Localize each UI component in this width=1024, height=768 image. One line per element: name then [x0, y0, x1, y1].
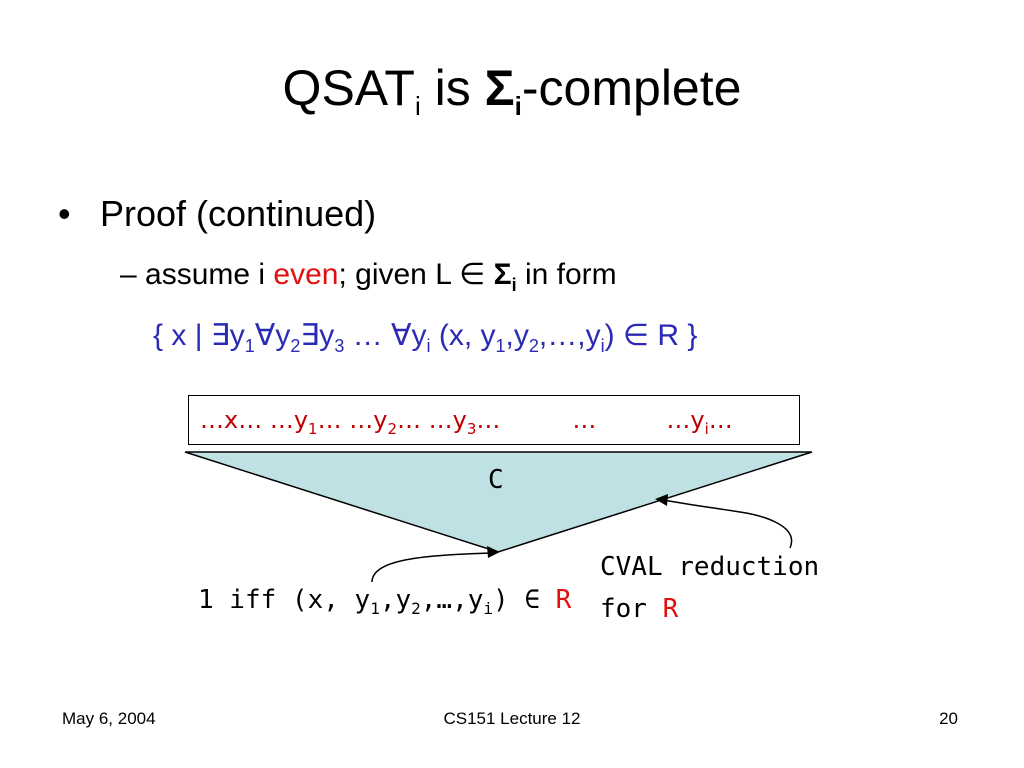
input-variables-box	[188, 395, 800, 445]
input-variables: …x… …y1… …y2… …y3………yi…	[200, 406, 733, 438]
bullet-text: Proof (continued)	[100, 193, 377, 234]
set-definition: { x | ∃y1∀y2∃y3 … ∀yi (x, y1,y2,…,yi) ∈ …	[153, 319, 698, 356]
cval-arrow	[663, 499, 793, 549]
bullet-proof: • Proof (continued)	[58, 192, 376, 236]
circuit-triangle	[184, 451, 813, 553]
output-arrow	[371, 552, 493, 583]
output-arrowhead	[487, 546, 500, 558]
slide-title: QSATi is Σi-complete	[282, 60, 742, 121]
bullet-dot: •	[58, 193, 71, 234]
footer-page-number: 20	[939, 709, 958, 728]
sub-bullet-assume: – assume i even; given L ∈ Σi in form	[120, 258, 617, 295]
footer-date: May 6, 2004	[62, 709, 156, 728]
cval-label-line1: CVAL reduction	[600, 552, 820, 582]
cval-arrowhead	[655, 494, 668, 506]
output-label: 1 iff (x, y1,y2,…,yi) ∈ R	[198, 585, 572, 618]
cval-label-line2: for R	[600, 594, 679, 624]
even-word: even	[273, 258, 339, 291]
footer-course: CS151 Lecture 12	[443, 709, 581, 728]
circuit-label: C	[488, 465, 504, 495]
